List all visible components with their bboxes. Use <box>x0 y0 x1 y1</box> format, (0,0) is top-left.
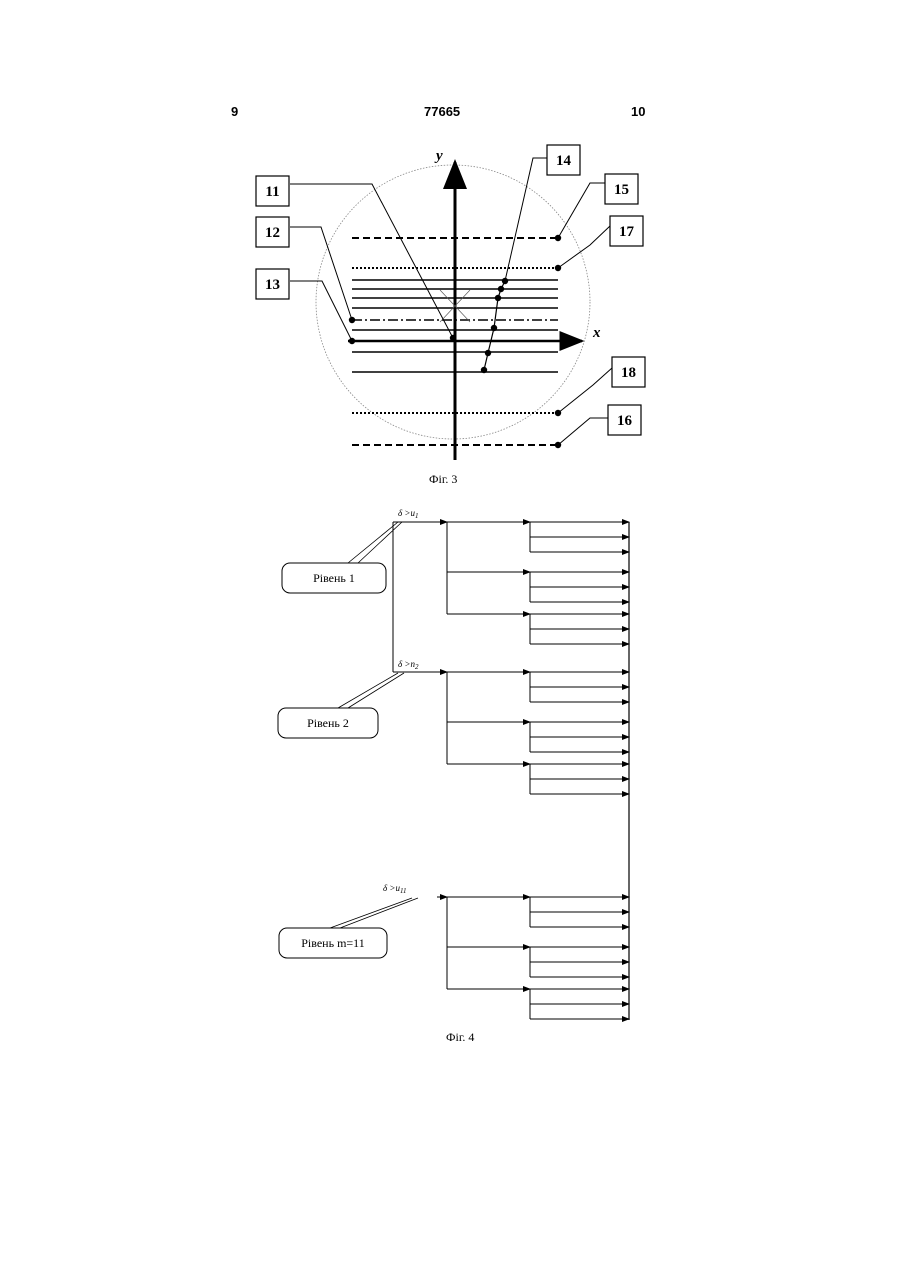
level-leader <box>330 898 418 928</box>
level-label: Рівень m=11 <box>301 936 364 950</box>
level-leader <box>338 673 404 708</box>
level-label: Рівень 2 <box>307 716 349 730</box>
decision-tree <box>393 522 629 1020</box>
level-condition: δ >u11 <box>383 883 407 895</box>
level-condition: δ >n2 <box>398 659 419 671</box>
level-leader <box>348 522 402 563</box>
figure-4-caption: Фіг. 4 <box>446 1030 474 1045</box>
level-callouts: Рівень 1 δ >u1Рівень 2 δ >n2Рівень m=11 δ >… <box>278 508 419 958</box>
figure-4: Рівень 1 δ >u1Рівень 2 δ >n2Рівень m=11 δ >… <box>0 0 901 1060</box>
level-label: Рівень 1 <box>313 571 355 585</box>
level-condition: δ >u1 <box>398 508 419 520</box>
